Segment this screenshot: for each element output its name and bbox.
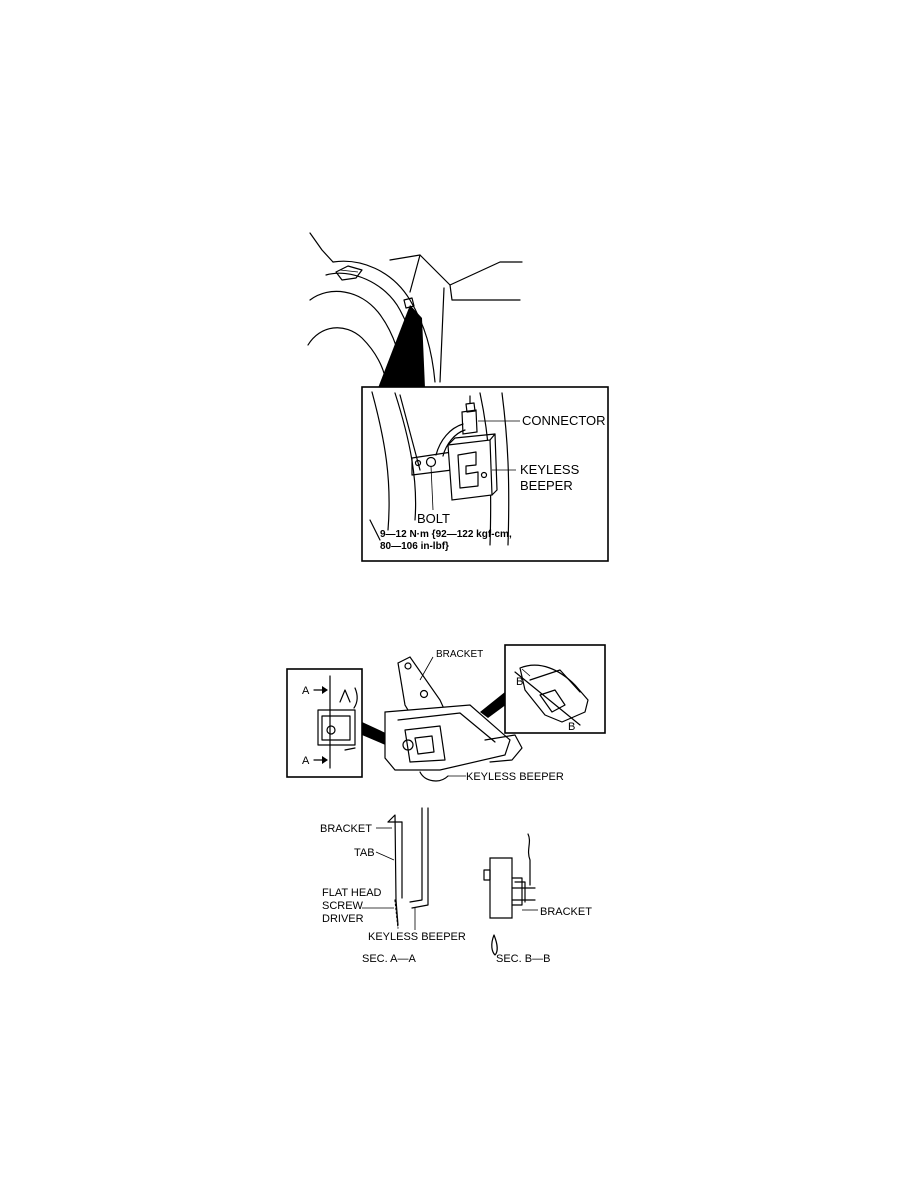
label-bracket-top: BRACKET [436, 649, 483, 660]
detail-box-section-b [504, 644, 606, 734]
sec-a-title: SEC. A—A [362, 953, 416, 965]
figure-keyless-beeper-removal: A A B B B [286, 644, 606, 965]
label-bolt: BOLT [417, 511, 450, 526]
sec-a-label-tool-3: DRIVER [322, 913, 364, 925]
zoom-leader-wedge [378, 305, 425, 388]
torque-spec-line2: 80—106 in-lbf} [380, 541, 449, 552]
section-a-marker-bottom: A [302, 755, 310, 767]
label-keyless-beeper: KEYLESS BEEPER [466, 771, 564, 783]
keyless-beeper-detail-drawing [369, 391, 520, 546]
sec-a-label-bracket: BRACKET [320, 823, 372, 835]
section-b-marker-top: B [516, 676, 523, 688]
torque-spec-line1: 9—12 N·m {92—122 kgf-cm, [380, 529, 512, 540]
sec-a-label-keyless-beeper: KEYLESS BEEPER [368, 931, 466, 943]
sec-b-title: SEC. B—B [496, 953, 550, 965]
label-keyless: KEYLESS [520, 462, 580, 477]
section-b-marker-drawing [514, 664, 589, 726]
label-beeper: BEEPER [520, 478, 573, 493]
sec-b-label-bracket: BRACKET [540, 906, 592, 918]
section-b-marker-bottom: B [568, 721, 575, 733]
sec-a-label-tab: TAB [354, 847, 375, 859]
vehicle-overview-drawing [307, 232, 523, 388]
section-a-marker-top: A [302, 685, 310, 697]
sec-a-label-tool-1: FLAT HEAD [322, 887, 382, 899]
label-connector: CONNECTOR [522, 413, 606, 428]
bracket-beeper-assembly-drawing [384, 656, 523, 782]
sec-a-label-tool-2: SCREW [322, 900, 364, 912]
section-a-a-drawing [362, 807, 429, 930]
section-b-b-drawing [483, 833, 538, 956]
figure-keyless-beeper-location: CONNECTOR KEYLESS BEEPER BOLT 9—12 N·m {… [307, 232, 609, 562]
section-a-marker-drawing [313, 675, 358, 769]
